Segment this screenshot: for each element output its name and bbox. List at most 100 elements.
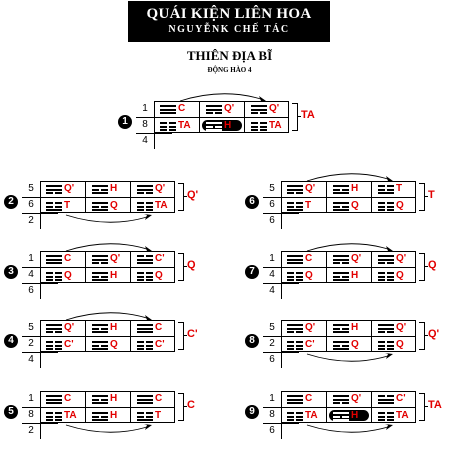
yin-line <box>137 348 153 350</box>
diagram-subtitle: ĐỘNG HÀO 4 <box>207 66 252 74</box>
result-code: C <box>187 399 195 411</box>
trigram-cell: Q <box>85 336 130 352</box>
trigram-cell: T <box>40 197 85 213</box>
yin-line <box>160 122 176 124</box>
yang-line <box>333 272 349 274</box>
trigram-code: Q' <box>64 322 75 333</box>
trigram-icon <box>333 395 349 404</box>
yang-line <box>251 108 267 111</box>
trigram-code: Q <box>396 200 404 211</box>
yang-line <box>333 255 349 257</box>
yin-line <box>287 279 303 281</box>
trigram-icon <box>137 341 153 350</box>
yang-line <box>46 209 62 211</box>
yin-line <box>46 415 62 418</box>
yin-line <box>378 415 394 418</box>
yin-line <box>46 275 62 278</box>
trigram-code: Q' <box>305 183 316 194</box>
trigram-icon <box>92 395 108 404</box>
yin-line <box>137 202 153 204</box>
yin-line <box>137 205 153 208</box>
trigram-cell: H <box>85 407 130 423</box>
row-number: 6 <box>28 285 34 296</box>
yang-line <box>333 348 349 350</box>
yin-line <box>378 272 394 274</box>
yin-line <box>92 275 108 278</box>
transform-arrow <box>65 214 152 223</box>
trigram-cell: C <box>40 251 85 267</box>
result-code: Q' <box>187 189 199 201</box>
yang-line <box>137 331 153 333</box>
right-brace <box>292 103 301 131</box>
trigram-cell: Q <box>40 267 85 283</box>
yang-line <box>333 202 349 204</box>
trigram-icon <box>287 395 303 404</box>
yin-line <box>378 209 394 211</box>
trigram-code: H <box>351 410 359 421</box>
yang-line <box>92 395 108 397</box>
yin-line <box>92 415 108 418</box>
yin-line <box>287 202 303 204</box>
yang-line <box>137 185 153 187</box>
yin-line <box>333 205 349 208</box>
yang-line <box>378 402 394 404</box>
yang-line <box>92 348 108 350</box>
row-number: 6 <box>269 215 275 226</box>
trigram-icon <box>333 412 349 421</box>
trigram-cell: C' <box>281 336 326 352</box>
yin-line <box>287 275 303 278</box>
block-number-badge: 9 <box>245 405 259 419</box>
yin-line <box>287 341 303 343</box>
trigram-icon <box>206 105 222 114</box>
transform-arrow <box>306 353 393 362</box>
trigram-icon <box>92 185 108 194</box>
arrow-head-icon <box>144 315 152 321</box>
yang-line <box>333 419 349 421</box>
trigram-code: Q' <box>351 253 362 264</box>
yang-line <box>333 412 349 414</box>
yang-line <box>160 112 176 114</box>
trigram-cell: Q <box>281 267 326 283</box>
trigram-code: C <box>64 253 72 264</box>
yin-line <box>287 415 303 418</box>
yang-line <box>287 398 303 401</box>
yang-line <box>287 188 303 191</box>
yin-line <box>378 344 394 347</box>
trigram-icon <box>92 272 108 281</box>
yang-line <box>137 324 153 326</box>
yang-line <box>92 192 108 194</box>
yang-line <box>137 395 153 397</box>
yang-line <box>333 395 349 397</box>
yin-line <box>378 205 394 208</box>
trigram-cell: Q' <box>199 101 244 117</box>
row-number: 2 <box>269 338 275 349</box>
row-number: 4 <box>142 135 148 146</box>
trigram-code: Q <box>64 270 72 281</box>
yin-line <box>160 129 176 131</box>
trigram-icon <box>46 272 62 281</box>
yin-line <box>137 415 153 418</box>
trigram-icon <box>92 202 108 211</box>
yang-line <box>378 255 394 257</box>
trigram-code: C' <box>64 339 74 350</box>
yin-line <box>46 348 62 350</box>
trigram-code: TA <box>269 120 282 131</box>
trigram-icon <box>137 324 153 333</box>
trigram-icon <box>333 185 349 194</box>
yang-line <box>333 258 349 261</box>
yin-line <box>251 129 267 131</box>
yin-line <box>287 412 303 414</box>
trigram-code: Q' <box>351 393 362 404</box>
trigram-code: H <box>110 322 118 333</box>
row-number: 4 <box>28 269 34 280</box>
trigram-cell: H <box>199 117 244 133</box>
trigram-icon <box>378 324 394 333</box>
trigram-icon <box>251 105 267 114</box>
yang-line <box>46 258 62 261</box>
yin-line <box>333 188 349 191</box>
arrow-arc <box>179 93 265 102</box>
